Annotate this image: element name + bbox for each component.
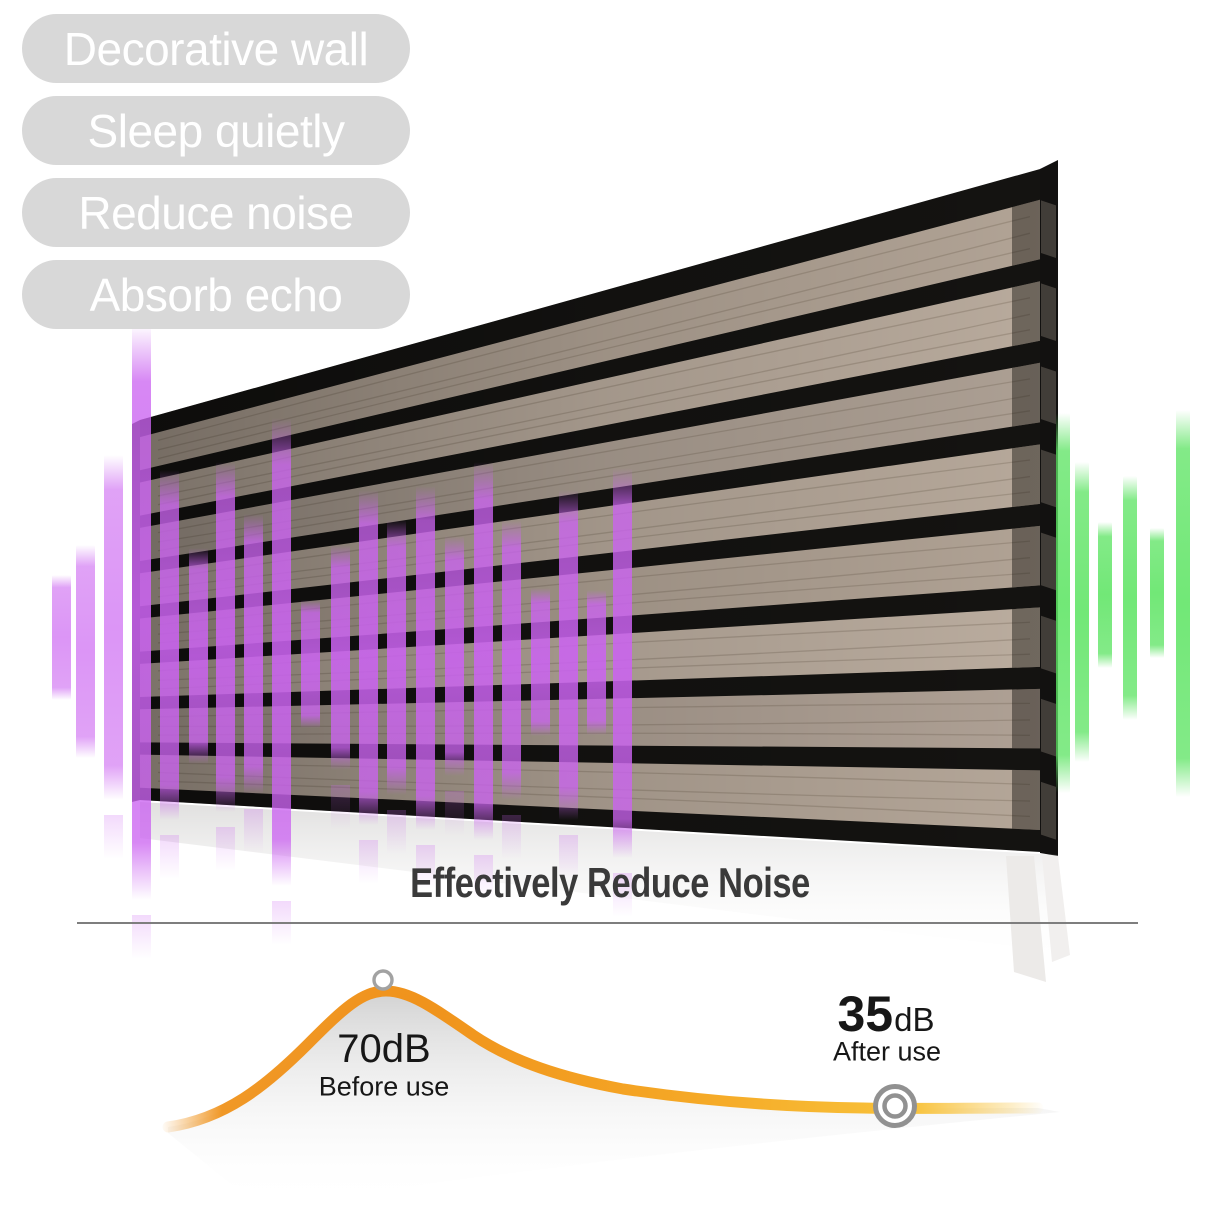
after-marker-ring-inner xyxy=(882,1093,908,1119)
green-noise-bar xyxy=(1098,522,1112,668)
noise-bar-reflection xyxy=(387,810,406,854)
after-value-unit: dB xyxy=(894,1001,935,1038)
purple-noise-bar xyxy=(587,590,606,735)
peak-marker-dot xyxy=(372,969,394,991)
noise-bar-reflection xyxy=(104,815,123,859)
noise-bar-reflection xyxy=(132,915,151,959)
feature-badge: Reduce noise xyxy=(22,178,410,247)
purple-noise-bar xyxy=(160,470,179,820)
panel-reflection-column xyxy=(1042,856,1070,962)
before-sublabel: Before use xyxy=(318,1071,450,1102)
feature-badge: Absorb echo xyxy=(22,260,410,329)
purple-noise-bar xyxy=(502,520,521,800)
noise-bar-reflection xyxy=(502,815,521,859)
noise-bar-reflection xyxy=(559,835,578,879)
purple-noise-bar xyxy=(613,468,632,858)
purple-noise-bar xyxy=(531,588,550,736)
before-value-label: 70dB xyxy=(337,1029,430,1069)
purple-noise-bar xyxy=(445,536,464,776)
noise-bar-reflection xyxy=(416,845,435,889)
after-sublabel: After use xyxy=(832,1036,942,1067)
incoming-noise-waves xyxy=(52,324,632,900)
before-value-number: 70 xyxy=(337,1027,382,1071)
noise-bar-reflection xyxy=(216,827,235,871)
noise-bar-reflection xyxy=(331,785,350,829)
purple-noise-bar xyxy=(132,324,151,900)
after-value-label: 35 dB xyxy=(838,989,935,1039)
before-value-unit: dB xyxy=(381,1027,431,1071)
purple-noise-bar xyxy=(76,545,95,758)
noise-bar-reflection xyxy=(613,873,632,917)
green-noise-bar xyxy=(1123,476,1137,720)
panel-reflection-column xyxy=(1006,856,1046,982)
purple-noise-bar xyxy=(244,514,263,794)
noise-reduction-chart xyxy=(162,969,1060,1199)
green-noise-bar xyxy=(1075,462,1089,762)
noise-bar-reflection xyxy=(244,809,263,853)
purple-noise-bar xyxy=(216,462,235,812)
feature-badge: Decorative wall xyxy=(22,14,410,83)
noise-bar-reflection xyxy=(160,835,179,879)
noise-bar-reflection xyxy=(359,840,378,884)
purple-noise-bar xyxy=(474,462,493,840)
section-title: Effectively Reduce Noise xyxy=(410,859,810,906)
panel-reflection-band xyxy=(140,802,1058,952)
purple-noise-bar xyxy=(359,490,378,825)
noise-bar-reflection xyxy=(445,791,464,835)
green-noise-bar xyxy=(1056,413,1070,793)
purple-noise-bar xyxy=(387,520,406,795)
section-divider xyxy=(77,922,1138,924)
outgoing-noise-waves xyxy=(1056,410,1190,797)
purple-noise-bar xyxy=(52,575,71,700)
purple-noise-bar xyxy=(559,490,578,820)
noise-bar-reflection xyxy=(474,855,493,899)
green-noise-bar xyxy=(1150,528,1164,658)
purple-noise-bar xyxy=(189,548,208,764)
noise-curve-fill xyxy=(168,991,1060,1199)
green-noise-bar xyxy=(1176,410,1190,797)
purple-noise-bar xyxy=(301,600,320,728)
feature-badge: Sleep quietly xyxy=(22,96,410,165)
purple-noise-bar xyxy=(104,455,123,800)
purple-noise-bar xyxy=(331,545,350,770)
noise-curve xyxy=(162,985,1044,1133)
panel-reflection xyxy=(104,785,1070,982)
purple-noise-bar xyxy=(416,486,435,830)
after-value-number: 35 xyxy=(837,986,894,1042)
purple-noise-bar xyxy=(272,418,291,886)
